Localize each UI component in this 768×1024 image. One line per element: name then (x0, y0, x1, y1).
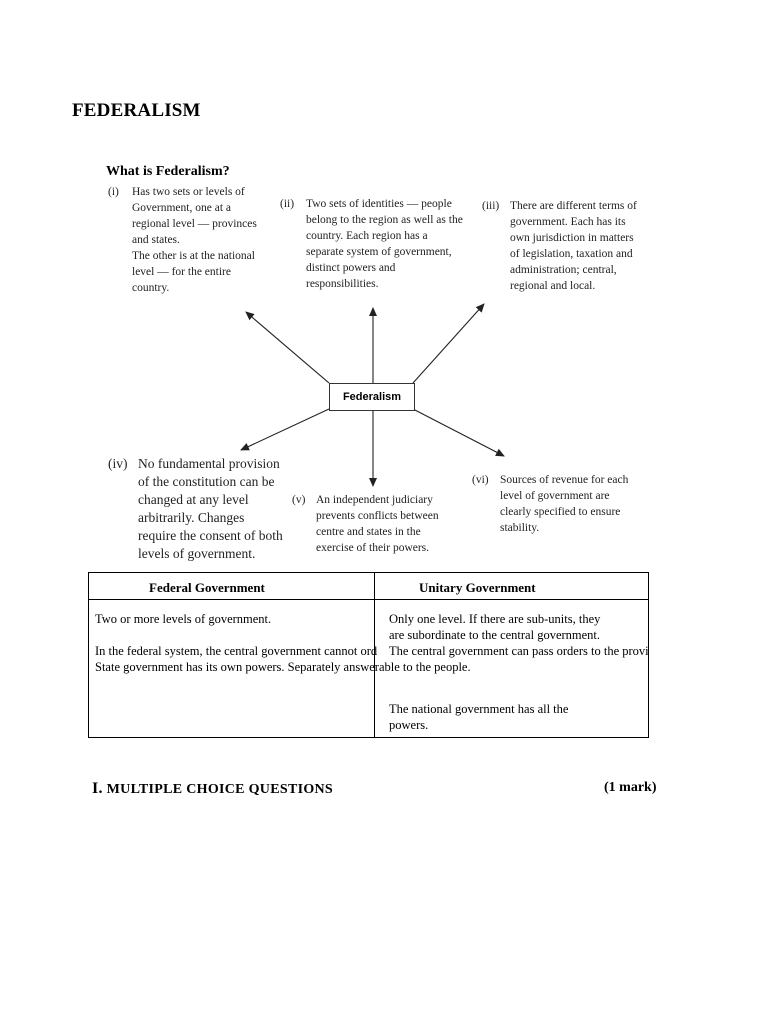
header-federal: Federal Government (149, 580, 265, 595)
node-line: exercise of their powers. (316, 542, 430, 554)
node-line: require the consent of both (138, 528, 283, 543)
node-line: and states. (132, 234, 180, 246)
diagram-node-v: (v) An independent judiciary prevents co… (292, 492, 462, 556)
node-line: Has two sets or levels of (132, 186, 245, 198)
node-line: Government, one at a (132, 202, 231, 214)
node-line: changed at any level (138, 492, 249, 507)
header-unitary: Unitary Government (419, 580, 536, 595)
node-line: No fundamental provision (138, 456, 280, 471)
node-line: clearly specified to ensure (500, 506, 621, 518)
node-line: arbitrarily. Changes (138, 510, 245, 525)
unitary-cell-levels-line2: are subordinate to the central governmen… (389, 628, 601, 642)
section-number: I. (92, 780, 103, 797)
node-line: responsibilities. (306, 278, 379, 290)
node-line: own jurisdiction in matters (510, 232, 634, 244)
node-line: country. Each region has a (306, 230, 428, 242)
federal-cell-levels: Two or more levels of government. (95, 612, 272, 626)
node-line: distinct powers and (306, 262, 396, 274)
node-line: regional level — provinces (132, 218, 257, 230)
diagram-node-vi: (vi) Sources of revenue for each level o… (472, 472, 652, 536)
node-line: The other is at the national (132, 250, 255, 262)
unitary-cell-levels-line1: Only one level. If there are sub-units, … (389, 612, 601, 626)
section-heading: I. MULTIPLE CHOICE QUESTIONS (92, 780, 333, 798)
node-line: An independent judiciary (316, 494, 433, 506)
node-line: centre and states in the (316, 526, 421, 538)
page-title: FEDERALISM (72, 100, 201, 121)
node-line: levels of government. (138, 546, 256, 561)
diagram-arrows (240, 303, 505, 487)
node-line: separate system of government, (306, 246, 452, 258)
arrow-to-i (245, 311, 330, 384)
section-title: MULTIPLE CHOICE QUESTIONS (106, 782, 334, 797)
node-line: government. Each has its (510, 216, 626, 228)
node-line: administration; central, (510, 264, 617, 276)
node-number: (v) (292, 494, 306, 506)
node-line: belong to the region as well as the (306, 214, 463, 226)
node-line: Sources of revenue for each (500, 474, 629, 486)
header-divider (89, 599, 648, 600)
node-line: Two sets of identities — people (306, 198, 452, 210)
node-number: (iv) (108, 456, 128, 471)
node-line: There are different terms of (510, 200, 637, 212)
diagram-center-label: Federalism (329, 383, 415, 411)
node-line: country. (132, 282, 170, 294)
node-line: of legislation, taxation and (510, 248, 633, 260)
diagram-title: What is Federalism? (106, 164, 230, 179)
arrow-to-iv (240, 408, 330, 451)
arrow-to-vi (412, 408, 505, 457)
comparison-table: Federal Government Unitary Government Tw… (88, 572, 649, 738)
unitary-cell-powers-line2: powers. (389, 718, 429, 732)
node-number: (iii) (482, 200, 500, 212)
column-divider (374, 573, 375, 737)
unitary-cell-orders: The central government can pass orders t… (389, 644, 649, 658)
node-line: of the constitution can be (138, 474, 275, 489)
diagram-node-ii: (ii) Two sets of identities — people bel… (280, 196, 480, 292)
node-line: stability. (500, 522, 540, 534)
federal-cell-powers: State government has its own powers. Sep… (95, 660, 471, 674)
node-line: level of government are (500, 490, 610, 502)
section-marks: (1 mark) (604, 780, 657, 795)
federal-cell-orders: In the federal system, the central gover… (95, 644, 377, 658)
diagram-node-i: (i) Has two sets or levels of Government… (108, 184, 278, 296)
node-number: (vi) (472, 474, 489, 486)
diagram-node-iv: (iv) No fundamental provision of the con… (108, 455, 288, 563)
node-number: (ii) (280, 198, 295, 210)
unitary-cell-powers-line1: The national government has all the (389, 702, 569, 716)
node-line: regional and local. (510, 280, 596, 292)
federalism-diagram: What is Federalism? Federalism (i) Has t… (96, 160, 656, 570)
node-line: prevents conflicts between (316, 510, 439, 522)
diagram-node-iii: (iii) There are different terms of gover… (482, 198, 652, 294)
arrow-to-iii (412, 303, 485, 384)
node-number: (i) (108, 186, 119, 198)
node-line: level — for the entire (132, 266, 231, 278)
